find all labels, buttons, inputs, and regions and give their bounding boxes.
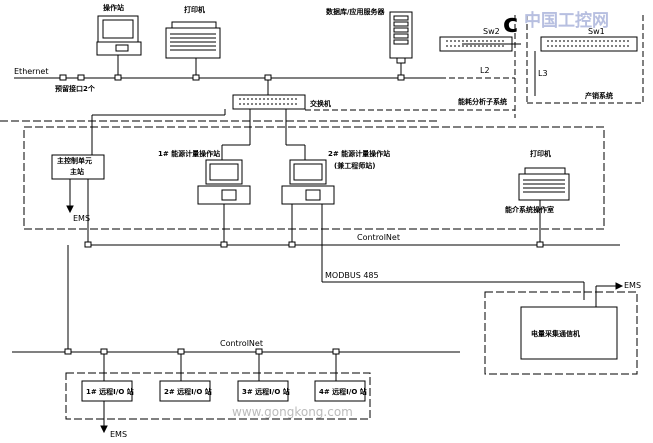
modbus-label: MODBUS 485 [325, 271, 379, 280]
remote-io-station-1 [81, 352, 133, 434]
watermark-url: www.gongkong.com [232, 405, 353, 419]
sw2-label: Sw2 [483, 27, 500, 36]
energy-station-1-icon [197, 159, 251, 245]
main-control-label: 主控制单元 [57, 156, 92, 165]
l2-label: L2 [480, 66, 490, 75]
remote-io-station-4 [314, 352, 366, 402]
remote-io-label-1: 1# 远程I/O 站 [86, 387, 134, 396]
remote-io-label-3: 3# 远程I/O 站 [242, 387, 290, 396]
ems-label-1: EMS [73, 214, 90, 223]
printer-mid-label: 打印机 [530, 149, 551, 158]
sw2-switch-icon [439, 36, 513, 52]
energy-subsystem-label: 能耗分析子系统 [458, 97, 507, 106]
ems-label-2: EMS [624, 281, 641, 290]
db-server-label: 数据库/应用服务器 [326, 7, 386, 16]
sw1-switch-icon [540, 36, 638, 52]
power-collector-unit [520, 306, 618, 360]
operation-room-box [23, 126, 605, 230]
main-station-label: 主站 [70, 167, 84, 176]
controlnet-label-2: ControlNet [220, 339, 263, 348]
remote-io-label-2: 2# 远程I/O 站 [164, 387, 212, 396]
printer-top-label: 打印机 [184, 5, 205, 14]
energy-room-label: 能介系统操作室 [505, 205, 554, 214]
watermark-site-name: 中国工控网 [524, 10, 609, 31]
energy-station-2-icon [281, 159, 335, 282]
watermark-logo: c 中国工控网 [503, 9, 609, 39]
bus-junctions [59, 74, 544, 355]
main-switch-icon [232, 78, 306, 110]
remote-io-box [65, 372, 371, 420]
remote-io-station-3 [237, 352, 289, 402]
power-collector-box [484, 291, 638, 375]
production-system-label: 产销系统 [585, 91, 613, 100]
controlnet-label-1: ControlNet [357, 233, 400, 242]
printer-top-icon [165, 21, 221, 78]
ethernet-label: Ethernet [14, 67, 48, 76]
station2-label: 2# 能源计量操作站 [328, 149, 390, 158]
printer-mid-icon [518, 167, 570, 245]
ems-label-3: EMS [110, 430, 127, 439]
operator-station-icon [96, 15, 142, 78]
station1-label: 1# 能源计量操作站 [158, 149, 220, 158]
power-collector-label: 电量采集通信机 [531, 329, 580, 338]
engineer-station-label: (兼工程师站) [334, 161, 375, 170]
sw1-label: Sw1 [588, 27, 605, 36]
remote-io-station-2 [159, 352, 211, 402]
db-server-icon [389, 11, 413, 78]
l3-label: L3 [538, 69, 548, 78]
switch-label: 交换机 [310, 99, 331, 108]
operator-station-label: 操作站 [103, 3, 124, 12]
reserved-ports-label: 预留接口2个 [55, 84, 96, 93]
remote-io-label-4: 4# 远程I/O 站 [319, 387, 367, 396]
main-control-unit [51, 154, 105, 214]
watermark-mark: c [503, 9, 518, 39]
